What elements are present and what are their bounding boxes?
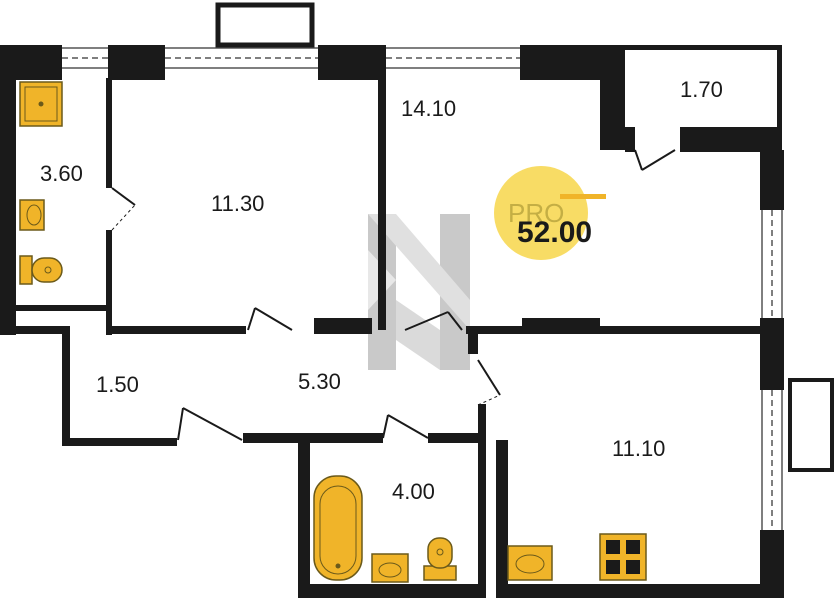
room-area-bathroom: 4.00 xyxy=(392,479,435,504)
total-area-label: 52.00 xyxy=(517,216,592,249)
right-bay xyxy=(788,378,834,472)
room-area-corridor: 5.30 xyxy=(298,369,341,394)
shower-tray-icon xyxy=(19,81,63,127)
badge-pro-label: PRO xyxy=(508,198,564,228)
top-bay xyxy=(215,2,315,48)
bathtub-icon xyxy=(313,475,363,581)
sink-icon xyxy=(19,199,45,231)
room-area-bathroom-small: 3.60 xyxy=(40,161,83,186)
toilet-icon xyxy=(423,537,457,581)
room-area-hall-left: 1.50 xyxy=(96,372,139,397)
room-area-bedroom: 11.30 xyxy=(211,191,264,216)
sink-icon xyxy=(371,553,409,583)
fixtures xyxy=(19,81,647,583)
room-area-balcony: 1.70 xyxy=(680,77,723,102)
room-area-kitchen: 11.10 xyxy=(612,436,665,461)
area-badge xyxy=(494,166,606,260)
walls xyxy=(0,45,784,598)
badge-circle xyxy=(494,166,588,260)
toilet-icon xyxy=(19,255,63,285)
windows xyxy=(62,47,783,530)
doors xyxy=(111,149,676,441)
badge-bar xyxy=(560,194,606,199)
stove-icon xyxy=(599,533,647,581)
kitchen-sink-icon xyxy=(507,545,553,581)
room-area-living-room: 14.10 xyxy=(401,96,456,121)
